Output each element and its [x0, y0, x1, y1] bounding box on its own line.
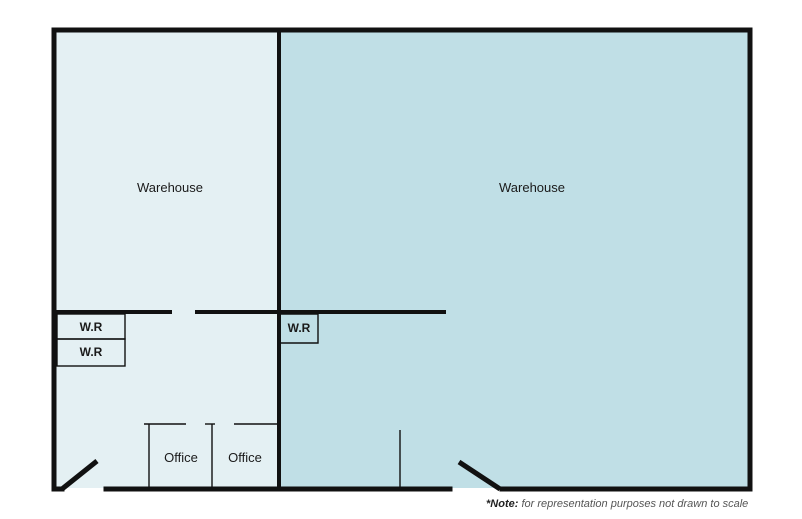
thin-walls: [56, 313, 401, 488]
wr-box-3: [281, 313, 319, 344]
right-unit-area: [279, 31, 750, 488]
office-label-1: Office: [164, 450, 198, 465]
warehouse-left-label: Warehouse: [137, 180, 203, 195]
warehouse-right-label: Warehouse: [499, 180, 565, 195]
wr-label-2: W.R: [80, 345, 103, 359]
entrance-doors: [60, 459, 502, 492]
left-unit-area: [55, 31, 279, 488]
wr-label-1: W.R: [80, 320, 103, 334]
entrance-door-right: [457, 459, 502, 492]
interior-walls: [54, 30, 446, 489]
wr-label-3: W.R: [288, 321, 311, 335]
office-label-2: Office: [228, 450, 262, 465]
note-text: for representation purposes not drawn to…: [518, 498, 749, 510]
exterior-wall-top-sides: [51, 27, 753, 491]
scale-note: *Note: for representation purposes not d…: [486, 498, 748, 510]
wr-box-2: [56, 338, 126, 367]
note-prefix: *Note:: [486, 498, 519, 510]
entrance-door-left: [60, 459, 99, 491]
